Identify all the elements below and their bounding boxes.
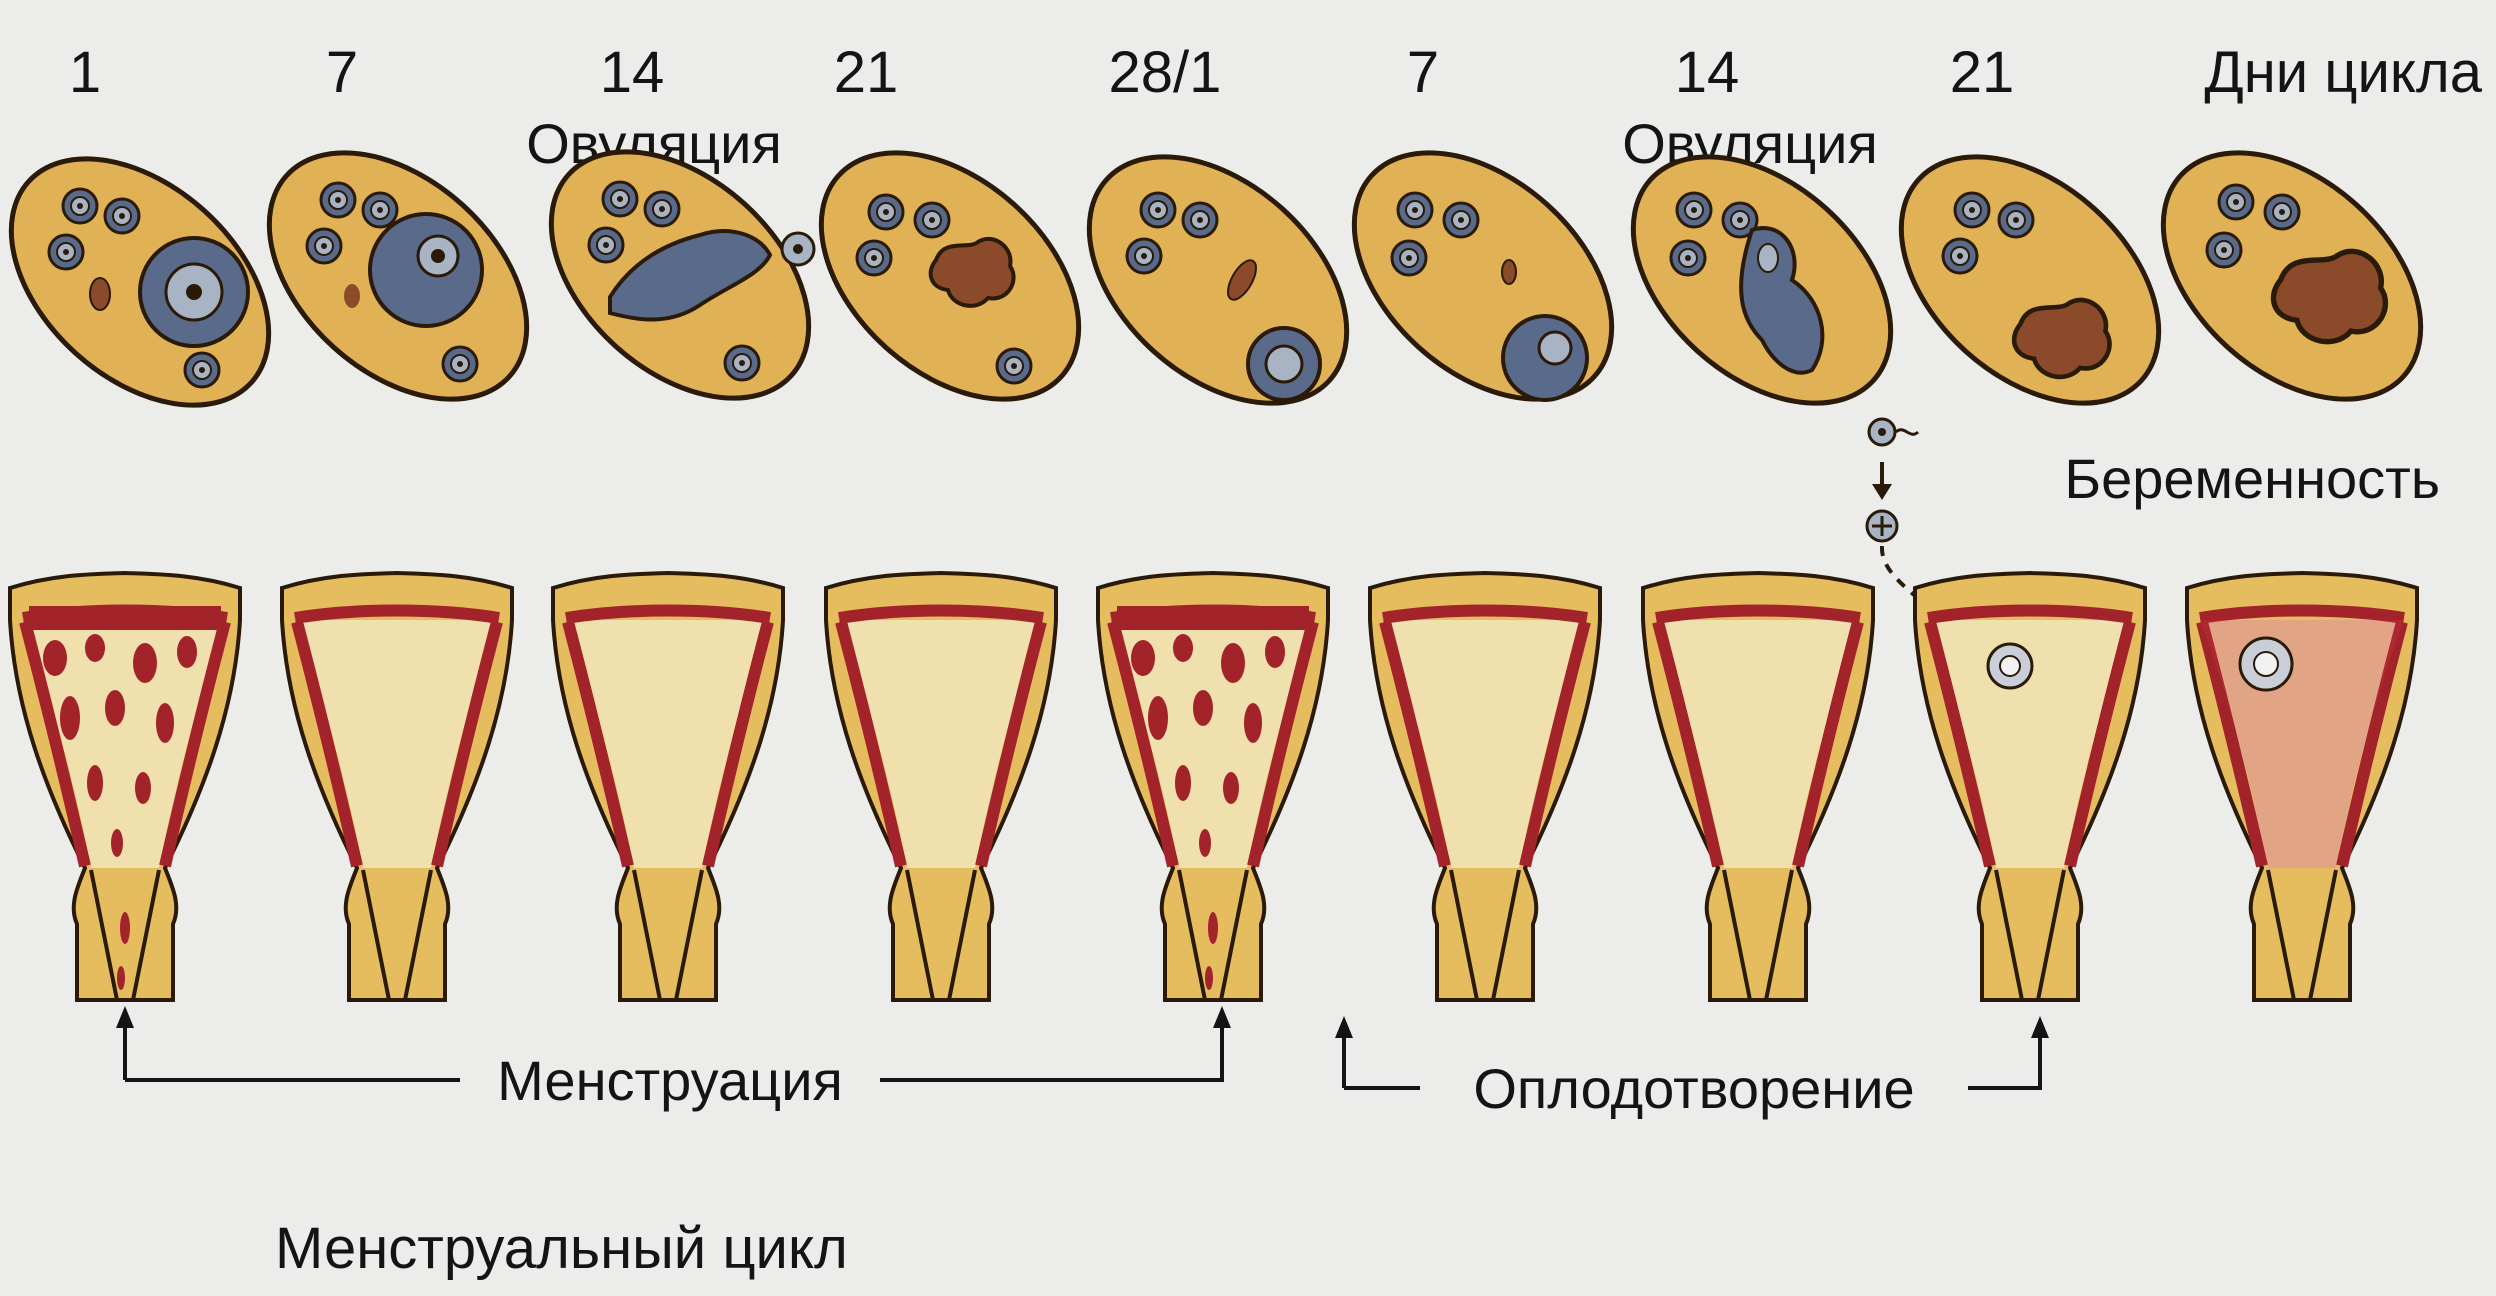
menstruation-label: Менструация xyxy=(497,1049,843,1112)
uterus-day-21 xyxy=(826,573,1056,1000)
ovary-day-7-second xyxy=(1307,104,1658,447)
ovary-pregnancy xyxy=(2116,104,2467,447)
ovary-day-7 xyxy=(222,104,573,447)
uterus-day-21-second xyxy=(1915,573,2145,1000)
day-label-14-second: 14 xyxy=(1675,40,1740,105)
ovary-day-28 xyxy=(1042,108,1393,451)
diagram-caption: Менструальный цикл xyxy=(275,1216,848,1281)
pregnancy-label: Беременность xyxy=(2064,447,2440,510)
uterus-day-7 xyxy=(282,573,512,1000)
day-label-7-second: 7 xyxy=(1407,40,1439,105)
fertilization-arrowhead-left xyxy=(1335,1016,1353,1038)
uterus-day-7-second xyxy=(1370,573,1600,1000)
day-label-21: 21 xyxy=(834,40,899,105)
fertilization-arrowhead-right xyxy=(2031,1016,2049,1038)
ovary-day-1 xyxy=(0,110,316,453)
fertilization-label: Оплодотворение xyxy=(1473,1057,1914,1120)
menstruation-arrowhead-left xyxy=(116,1006,134,1028)
ovary-day-21 xyxy=(774,104,1125,447)
uterus-day-1 xyxy=(10,573,240,1000)
uterus-day-28 xyxy=(1098,573,1328,1000)
day-label-1: 1 xyxy=(69,40,101,105)
uterus-pregnancy xyxy=(2187,573,2417,1000)
menstruation-arrowhead-right xyxy=(1213,1006,1231,1028)
day-label-7: 7 xyxy=(326,40,358,105)
day-label-14: 14 xyxy=(600,40,665,105)
cycle-days-label: Дни цикла xyxy=(2204,40,2482,105)
uterus-day-14-second xyxy=(1643,573,1873,1000)
day-label-28-1: 28/1 xyxy=(1109,40,1222,105)
ovary-day-21-second xyxy=(1854,108,2205,451)
uterus-day-14 xyxy=(553,573,783,1000)
day-label-21-second: 21 xyxy=(1950,40,2015,105)
